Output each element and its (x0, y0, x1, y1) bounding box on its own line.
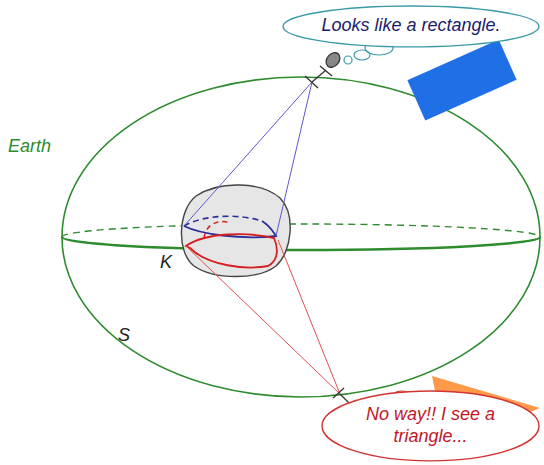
thought-bubble: Looks like a rectangle. (281, 4, 541, 49)
sight-line (278, 240, 340, 394)
equator-front (62, 237, 540, 250)
earth-outline (62, 77, 540, 397)
observer-top (305, 50, 343, 88)
convex-body (181, 185, 290, 277)
thought-text: No way!! I see a triangle... (356, 404, 506, 447)
earth-label: Earth (8, 136, 51, 157)
equator-back (62, 224, 540, 237)
rectangle-shape (407, 40, 516, 121)
sight-line (186, 246, 340, 394)
red-contour-front (186, 234, 277, 267)
thought-dot (344, 56, 352, 64)
sight-line (276, 82, 312, 236)
sphere-label: S (118, 325, 130, 346)
thought-bubble: No way!! I see a triangle... (320, 389, 541, 463)
body-label: K (160, 252, 172, 273)
sight-line (184, 82, 312, 226)
thought-text: Looks like a rectangle. (321, 15, 500, 37)
